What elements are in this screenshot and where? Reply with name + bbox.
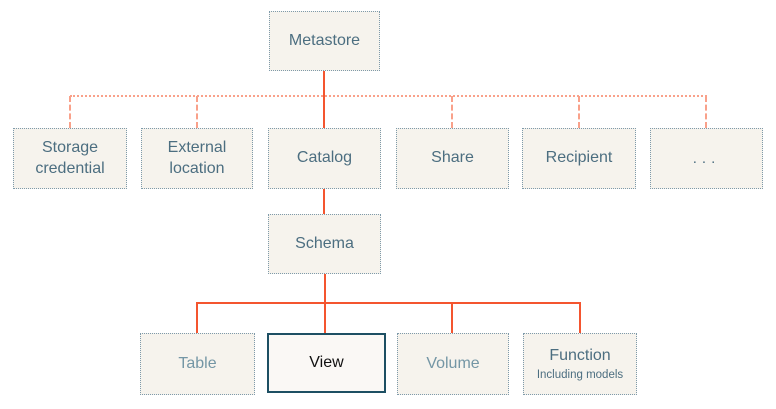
node-function: Function Including models <box>523 333 637 395</box>
node-view-label: View <box>309 353 344 371</box>
connector-to-external-location <box>196 96 198 128</box>
node-catalog: Catalog <box>268 128 381 189</box>
node-catalog-label: Catalog <box>296 149 353 167</box>
node-function-sublabel: Including models <box>536 368 624 381</box>
node-share: Share <box>396 128 509 189</box>
node-share-label: Share <box>431 149 474 167</box>
node-storage-credential-label: Storage credential <box>35 139 105 177</box>
connector-to-recipient <box>578 96 580 128</box>
node-external-location: External location <box>141 128 253 189</box>
node-external-location-label: External location <box>167 139 227 177</box>
node-volume: Volume <box>397 333 509 395</box>
connector-level2-horizontal <box>70 95 707 97</box>
node-view: View <box>267 333 386 393</box>
node-more: ... <box>650 128 763 189</box>
connector-to-share <box>451 96 453 128</box>
node-schema: Schema <box>268 214 381 274</box>
connector-to-storage-credential <box>69 96 71 128</box>
node-more-label: ... <box>692 149 721 167</box>
connector-to-more <box>705 96 707 128</box>
connector-to-function <box>579 302 581 333</box>
node-volume-label: Volume <box>426 354 480 372</box>
node-recipient: Recipient <box>522 128 636 189</box>
node-metastore-label: Metastore <box>288 31 361 49</box>
connector-metastore-to-catalog <box>323 71 325 128</box>
connector-catalog-to-schema <box>323 189 325 214</box>
node-table-label: Table <box>178 354 217 372</box>
node-recipient-label: Recipient <box>545 149 613 167</box>
connector-to-volume <box>451 302 453 333</box>
node-metastore: Metastore <box>269 11 380 71</box>
node-table: Table <box>140 333 255 395</box>
node-function-label: Function <box>549 347 611 365</box>
connector-level4-horizontal <box>196 302 581 304</box>
node-schema-label: Schema <box>295 234 354 252</box>
connector-to-table <box>196 302 198 333</box>
node-storage-credential: Storage credential <box>13 128 127 189</box>
